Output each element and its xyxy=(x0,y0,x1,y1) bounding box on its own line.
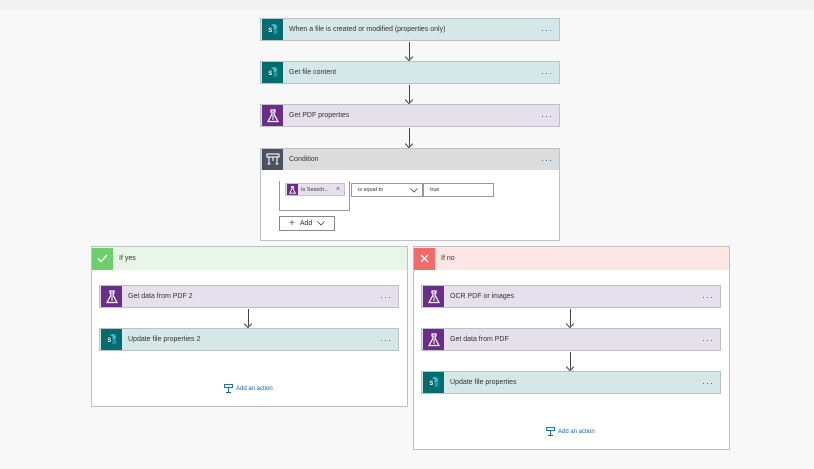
get-file-content-card[interactable]: S Get file content ··· xyxy=(260,61,560,84)
svg-text:S: S xyxy=(268,28,272,34)
if-no-header[interactable]: If no xyxy=(414,247,729,270)
more-options-icon[interactable]: ··· xyxy=(380,291,392,302)
more-options-icon[interactable]: ··· xyxy=(541,67,553,78)
step-title: Update file properties xyxy=(450,379,517,386)
more-options-icon[interactable]: ··· xyxy=(380,334,392,345)
more-options-icon[interactable]: ··· xyxy=(702,377,714,388)
pdf-tools-icon xyxy=(287,184,298,195)
add-action-icon xyxy=(546,427,555,436)
step-title: When a file is created or modified (prop… xyxy=(289,26,446,33)
connector-arrow xyxy=(248,309,249,326)
if-yes-header[interactable]: If yes xyxy=(92,247,407,270)
close-icon xyxy=(414,247,435,270)
get-data-from-pdf-card[interactable]: Get data from PDF ··· xyxy=(421,328,721,351)
more-options-icon[interactable]: ··· xyxy=(702,291,714,302)
step-title: Get PDF properties xyxy=(289,112,350,119)
svg-text:S: S xyxy=(107,338,111,344)
operator-value: is equal to xyxy=(358,187,384,193)
add-an-action-button[interactable]: Add an action xyxy=(224,384,273,393)
condition-body: Is Search... × is equal to true + Add xyxy=(260,170,560,241)
connector-arrow xyxy=(409,85,410,102)
connector-arrow xyxy=(570,352,571,369)
if-yes-title: If yes xyxy=(119,255,136,262)
value-input[interactable]: true xyxy=(423,183,494,197)
step-title: Get file content xyxy=(289,69,337,76)
sharepoint-icon: S xyxy=(423,372,444,393)
add-action-icon xyxy=(224,384,233,393)
add-an-action-label: Add an action xyxy=(236,385,273,392)
add-an-action-button[interactable]: Add an action xyxy=(546,427,595,436)
pdf-tools-icon xyxy=(423,329,444,350)
add-button[interactable]: + Add xyxy=(279,216,335,231)
if-no-title: If no xyxy=(441,255,455,262)
ocr-pdf-or-images-card[interactable]: OCR PDF or images ··· xyxy=(421,285,721,308)
update-file-properties-card[interactable]: S Update file properties ··· xyxy=(421,371,721,394)
sharepoint-icon: S xyxy=(101,329,122,350)
step-title: OCR PDF or images xyxy=(450,293,515,300)
condition-icon xyxy=(262,149,283,170)
remove-token-icon[interactable]: × xyxy=(335,186,340,193)
dynamic-content-token[interactable]: Is Search... × xyxy=(285,183,345,196)
update-file-properties-2-card[interactable]: S Update file properties 2 ··· xyxy=(99,328,399,351)
step-title: Get data from PDF xyxy=(450,336,509,343)
pdf-tools-icon xyxy=(101,286,122,307)
step-title: Update file properties 2 xyxy=(128,336,201,343)
pdf-tools-icon xyxy=(423,286,444,307)
more-options-icon[interactable]: ··· xyxy=(702,334,714,345)
trigger-step-card[interactable]: S When a file is created or modified (pr… xyxy=(260,18,560,41)
operator-dropdown[interactable]: is equal to xyxy=(351,183,423,197)
add-an-action-label: Add an action xyxy=(558,428,595,435)
more-options-icon[interactable]: ··· xyxy=(541,24,553,35)
condition-title: Condition xyxy=(289,156,319,163)
get-pdf-properties-card[interactable]: Get PDF properties ··· xyxy=(260,104,560,127)
checkmark-icon xyxy=(92,247,113,270)
condition-header[interactable]: Condition ··· xyxy=(260,148,560,171)
condition-row-frame xyxy=(279,181,350,211)
top-bar xyxy=(0,0,814,10)
svg-text:S: S xyxy=(268,71,272,77)
value-text: true xyxy=(430,187,440,193)
sharepoint-icon: S xyxy=(262,19,283,40)
sharepoint-icon: S xyxy=(262,62,283,83)
token-label: Is Search... xyxy=(301,186,329,193)
add-button-label: Add xyxy=(299,220,313,227)
get-data-from-pdf-2-card[interactable]: Get data from PDF 2 ··· xyxy=(99,285,399,308)
plus-icon: + xyxy=(289,217,295,229)
chevron-down-icon xyxy=(410,187,418,193)
svg-text:S: S xyxy=(429,381,433,387)
more-options-icon[interactable]: ··· xyxy=(541,110,553,121)
connector-arrow xyxy=(409,128,410,146)
connector-arrow xyxy=(570,309,571,326)
chevron-down-icon xyxy=(317,221,326,226)
more-options-icon[interactable]: ··· xyxy=(541,154,553,165)
pdf-tools-icon xyxy=(262,105,283,126)
connector-arrow xyxy=(409,42,410,59)
step-title: Get data from PDF 2 xyxy=(128,293,193,300)
